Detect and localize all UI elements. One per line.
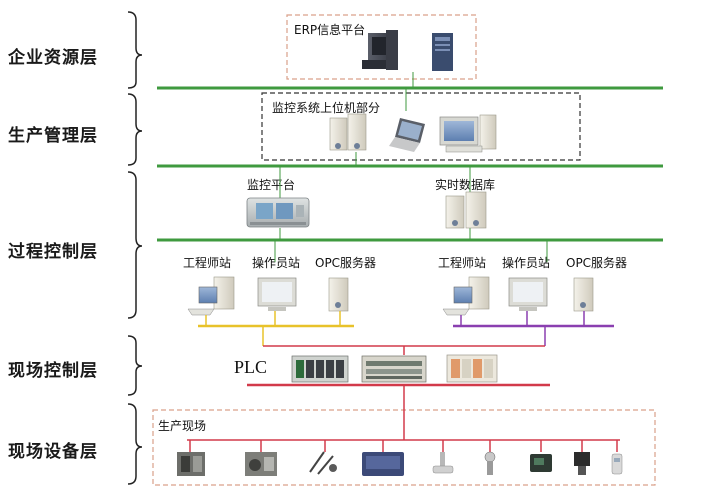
right-operator-station-label: 操作员站 <box>502 256 551 270</box>
upper-workstation-icon <box>439 114 497 153</box>
upper-laptop-icon <box>389 118 425 152</box>
field-machinery-icon-2 <box>245 452 277 476</box>
plc-rack-icon <box>291 355 349 383</box>
right-engineer-station-label: 工程师站 <box>438 256 487 270</box>
monitor-upper-label: 监控系统上位机部分 <box>272 101 381 115</box>
realtime-db-label: 实时数据库 <box>435 178 496 192</box>
left-station-bus <box>198 311 354 346</box>
bracket-process <box>127 171 143 319</box>
bracket-enterprise <box>127 11 143 89</box>
field-machinery-icon-1 <box>177 452 205 476</box>
sensor-cable-icon <box>309 451 337 475</box>
bracket-field-device <box>127 403 143 485</box>
level-sensor-icon <box>611 453 623 475</box>
pressure-transmitter-icon <box>484 451 496 475</box>
layer-brackets <box>127 11 143 485</box>
layer-label-field-device: 现场设备层 <box>8 442 98 462</box>
bracket-field-control <box>127 335 143 396</box>
right-station-bus <box>453 311 614 346</box>
layer-label-process: 过程控制层 <box>8 242 98 262</box>
bracket-production <box>127 93 143 166</box>
flow-meter-icon <box>530 454 552 472</box>
layer-label-production: 生产管理层 <box>8 126 98 146</box>
layer-label-enterprise: 企业资源层 <box>8 48 98 68</box>
left-engineer-station-icon <box>187 276 235 316</box>
left-operator-station-icon <box>257 277 297 311</box>
erp-workstation-icon <box>362 30 398 70</box>
monitoring-platform-icon <box>246 197 310 228</box>
io-module-rack-icon <box>361 355 427 383</box>
network-connectors <box>274 72 548 262</box>
field-bus <box>187 345 620 452</box>
valve-icon <box>432 452 454 474</box>
erp-platform-label: ERP信息平台 <box>294 23 366 37</box>
left-engineer-station-label: 工程师站 <box>183 256 232 270</box>
upper-server-pair-icon <box>329 113 367 151</box>
remote-io-icon <box>446 354 498 383</box>
right-operator-station-icon <box>508 277 548 311</box>
left-opc-server-label: OPC服务器 <box>315 256 377 270</box>
layer-label-field-control: 现场控制层 <box>8 361 98 381</box>
monitor-platform-label: 监控平台 <box>247 178 296 192</box>
left-operator-station-label: 操作员站 <box>252 256 301 270</box>
monitor-upper-dashed-box <box>261 92 581 161</box>
left-opc-server-icon <box>328 277 349 312</box>
field-control-panel-icon <box>362 452 404 476</box>
green-networks <box>157 86 663 242</box>
right-engineer-station-icon <box>442 276 490 316</box>
right-opc-server-icon <box>573 277 594 312</box>
erp-server-tower-icon <box>432 33 453 71</box>
field-site-label: 生产现场 <box>158 419 207 433</box>
erp-dashed-box <box>286 14 477 80</box>
right-opc-server-label: OPC服务器 <box>566 256 628 270</box>
realtime-db-servers-icon <box>445 191 487 229</box>
plc-label: PLC <box>234 357 268 377</box>
actuator-icon <box>574 452 590 475</box>
